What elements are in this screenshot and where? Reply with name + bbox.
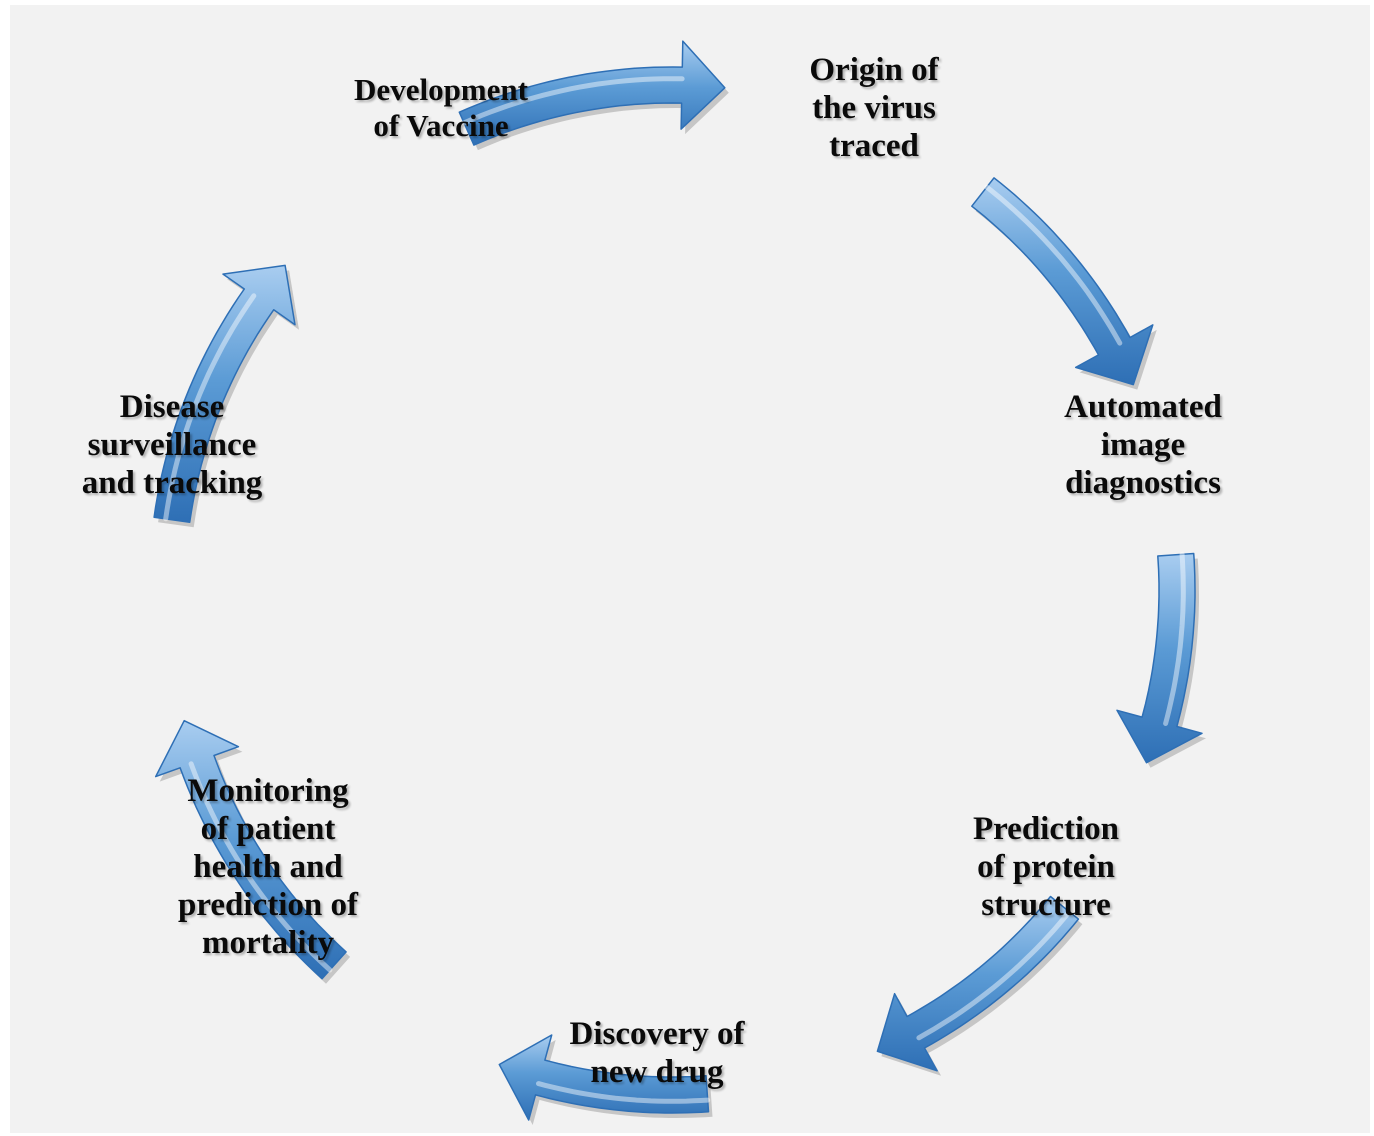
node-monitoring-of-patient-health: Monitoring of patient health and predict… [178, 773, 358, 961]
arrow-body [971, 177, 1154, 386]
node-automated-image-diagnostics: Automated image diagnostics [1064, 389, 1222, 501]
node-development-of-vaccine: Development of Vaccine [354, 72, 528, 143]
cycle-arrow-5 [498, 1034, 713, 1125]
arrow-highlight [536, 1081, 711, 1104]
node-disease-surveillance-and-tracking: Disease surveillance and tracking [81, 389, 263, 501]
arrow-highlight [984, 184, 1123, 346]
arrow-highlight [1163, 551, 1186, 726]
arrow-body [154, 719, 347, 980]
arrow-body [1116, 552, 1203, 764]
arrow-body [498, 1034, 710, 1121]
cycle-arrow-1 [458, 40, 729, 151]
arrow-body [458, 40, 726, 146]
diagram-canvas [10, 5, 1370, 1133]
arrow-highlight [163, 293, 257, 522]
node-prediction-of-protein-structure: Prediction of protein structure [972, 811, 1120, 923]
cycle-arrow-3 [1116, 551, 1206, 768]
cycle-arrow-4 [876, 895, 1083, 1076]
cycle-arrow-2 [971, 177, 1157, 390]
cycle-arrow-6 [154, 719, 351, 984]
node-origin-of-virus-traced: Origin of the virus traced [809, 52, 939, 164]
arrow-body [876, 895, 1080, 1072]
cycle-arrow-7 [153, 264, 299, 528]
arrow-highlight [916, 909, 1072, 1041]
arrow-body [153, 264, 296, 523]
arrow-highlight [188, 761, 333, 973]
arrow-highlight [461, 76, 685, 126]
node-discovery-of-new-drug: Discovery of new drug [569, 1016, 745, 1090]
